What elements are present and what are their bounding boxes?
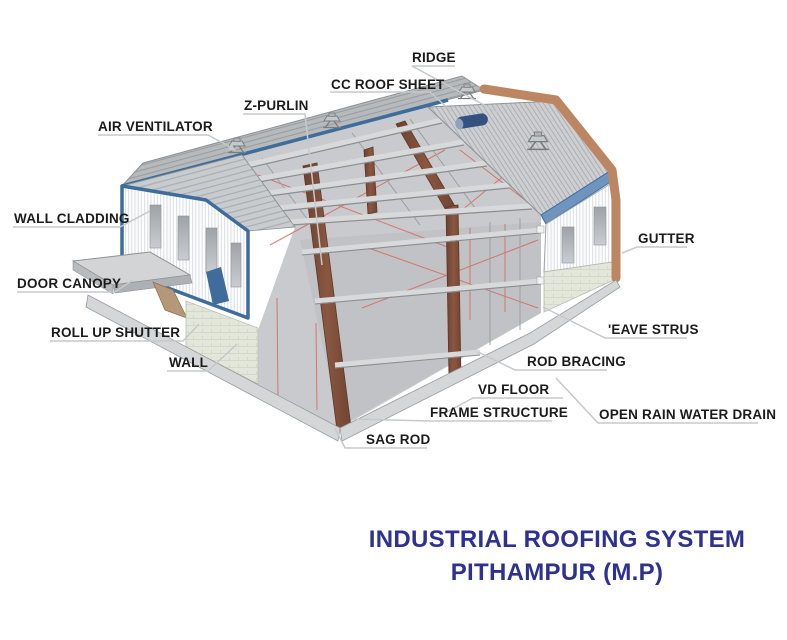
leader-line-roll-up-shutter [50,323,200,342]
label-z-purlin: Z-PURLIN [243,98,323,266]
canopy-blue-trim [206,267,229,305]
leader-line-sag-rod [334,427,427,449]
back-gable-window [593,206,607,246]
label-text-cc-roof-sheet: CC ROOF SHEET [331,77,445,92]
label-open-rain-water-drain: OPEN RAIN WATER DRAIN [555,377,776,424]
back-gable-section [426,100,617,313]
label-cc-roof-sheet: CC ROOF SHEET [330,77,453,113]
canopy-underside [112,274,193,294]
leader-line-gutter [621,246,687,254]
ridge-vent-cylinder [455,113,488,130]
leader-line-wall [167,343,238,372]
label-text-air-ventilator: AIR VENTILATOR [98,119,213,134]
label-text-open-rain-water-drain: OPEN RAIN WATER DRAIN [599,407,776,422]
label-ridge: RIDGE [411,50,498,113]
leader-line-open-rain-water-drain [555,377,758,424]
label-text-rod-bracing: ROD BRACING [527,354,626,369]
building-illustration [71,75,621,442]
label-text-frame-structure: FRAME STRUCTURE [430,405,568,420]
label-text-vd-floor: VD FLOOR [478,382,549,397]
leader-line-rod-bracing [477,351,607,371]
leader-line-ridge [411,65,498,113]
leader-line-z-purlin [243,113,323,266]
leader-line-wall-cladding [13,210,151,228]
wall-girts [301,225,545,369]
label-text-z-purlin: Z-PURLIN [244,98,309,113]
masonry-wall-left [185,300,259,385]
label-wall: WALL [167,343,238,372]
label-door-canopy: DOOR CANOPY [17,276,134,293]
leader-line-vd-floor [444,397,563,414]
leader-line-cc-roof-sheet [330,91,453,113]
leader-arrowhead [228,143,236,151]
label-eave-strus: 'EAVE STRUS [542,306,699,339]
label-sag-rod: SAG ROD [334,427,430,449]
title-line1: INDUSTRIAL ROOFING SYSTEM [369,526,745,553]
label-text-sag-rod: SAG ROD [366,432,430,447]
back-gable-window [561,226,575,264]
leader-line-eave-strus [542,306,687,339]
label-text-roll-up-shutter: ROLL UP SHUTTER [51,325,180,340]
door-canopy [71,251,229,305]
roof-purlins [247,117,533,226]
leader-line-frame-structure [351,418,552,422]
leader-line-air-ventilator [98,134,235,150]
ridge-cap-gutter [479,84,621,283]
label-frame-structure: FRAME STRUCTURE [351,405,568,422]
label-text-wall-cladding: WALL CLADDING [14,211,130,226]
label-rod-bracing: ROD BRACING [477,351,626,371]
canopy-fascia [72,260,114,295]
label-text-wall: WALL [169,355,208,370]
label-gutter: GUTTER [621,231,695,254]
label-text-ridge: RIDGE [412,50,456,65]
interior-side-wall [300,222,541,426]
title-line2: PITHAMPUR (M.P) [451,559,663,586]
label-text-door-canopy: DOOR CANOPY [17,276,121,291]
callout-labels: RIDGE CC ROOF SHEET Z-PURLIN AIR VENTILA… [13,50,776,449]
label-text-gutter: GUTTER [638,231,695,246]
label-wall-cladding: WALL CLADDING [13,210,151,228]
base-plinth-left [85,294,341,442]
label-vd-floor: VD FLOOR [444,382,563,414]
label-air-ventilator: AIR VENTILATOR [98,119,236,151]
diagram-title: INDUSTRIAL ROOFING SYSTEM PITHAMPUR (M.P… [369,526,745,586]
label-roll-up-shutter: ROLL UP SHUTTER [50,323,200,342]
label-text-eave-strus: 'EAVE STRUS [608,322,699,337]
leader-line-door-canopy [17,279,134,293]
